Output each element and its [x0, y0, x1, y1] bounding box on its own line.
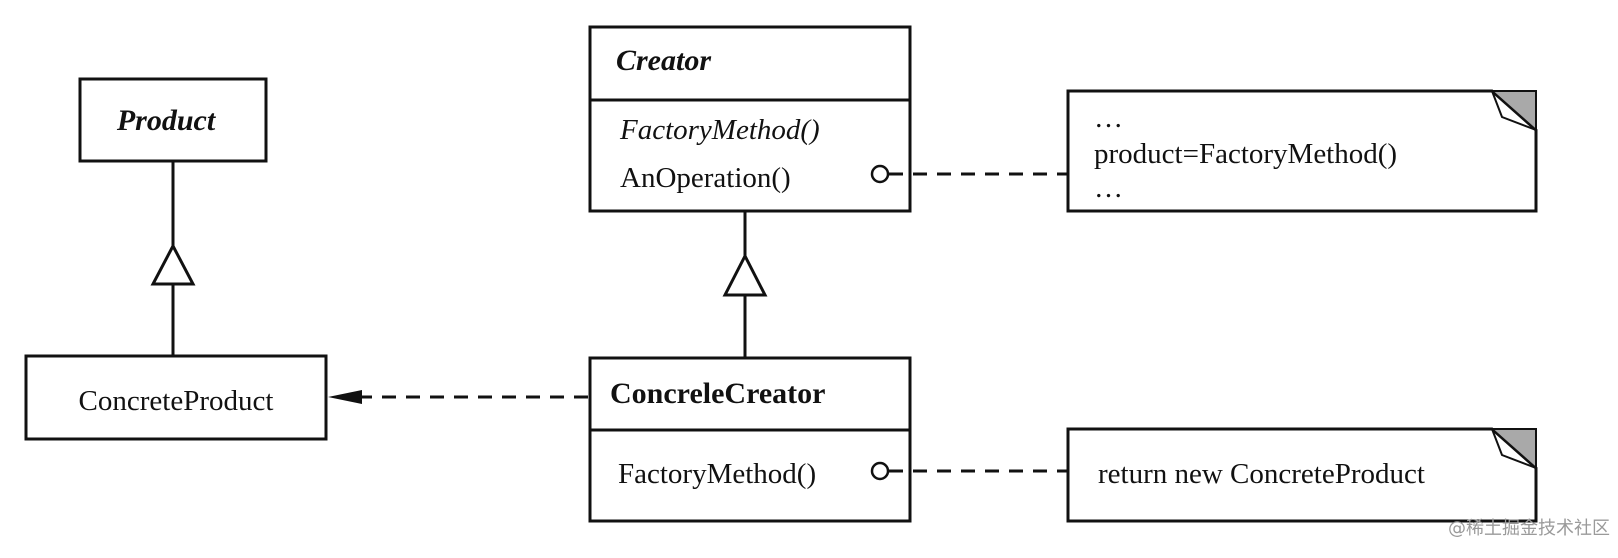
concrete-creator-box [588, 356, 912, 523]
concrete-creator-operation-factory-method: FactoryMethod() [618, 458, 816, 490]
an-operation-note-corner-shade [1489, 90, 1537, 133]
concrete-product-class[interactable]: ConcreteProduct [24, 354, 328, 441]
concrete-product-box [24, 354, 328, 441]
factory-method-note-folded-corner [1491, 428, 1537, 469]
factory-method-note-anchor [870, 461, 890, 481]
creator-box [588, 25, 912, 213]
an-operation-note-line-1: … [1094, 102, 1123, 134]
creator-class[interactable]: Creator FactoryMethod() AnOperation() [588, 25, 912, 213]
factory-method-note-box [1066, 427, 1538, 523]
factory-method-note-corner-shade [1489, 428, 1537, 471]
product-class[interactable]: Product [78, 77, 268, 163]
watermark: @稀土掘金技术社区 [1448, 518, 1610, 539]
an-operation-note-folded-corner [1491, 90, 1537, 131]
product-box [78, 77, 268, 163]
creator-inheritance-triangle [722, 252, 768, 297]
concrete-creator-class[interactable]: ConcreleCreator FactoryMethod() [588, 356, 912, 523]
factory-method-note[interactable]: return new ConcreteProduct [1066, 427, 1538, 523]
concrete-product-name: ConcreteProduct [79, 385, 274, 417]
product-inheritance-triangle [150, 242, 196, 286]
an-operation-note-anchor [870, 164, 890, 184]
an-operation-note-box [1066, 89, 1538, 213]
creator-operation-factory-method: FactoryMethod() [619, 114, 820, 146]
creator-operation-an-operation: AnOperation() [620, 162, 791, 194]
an-operation-note[interactable]: … product=FactoryMethod() … [1066, 89, 1538, 213]
product-name: Product [116, 104, 217, 137]
factory-method-note-line-1: return new ConcreteProduct [1098, 458, 1425, 490]
an-operation-note-line-3: … [1094, 172, 1123, 204]
concrete-creator-name: ConcreleCreator [610, 377, 825, 410]
creator-name: Creator [616, 44, 711, 77]
dependency-arrowhead [328, 390, 362, 404]
an-operation-note-line-2: product=FactoryMethod() [1094, 138, 1397, 170]
